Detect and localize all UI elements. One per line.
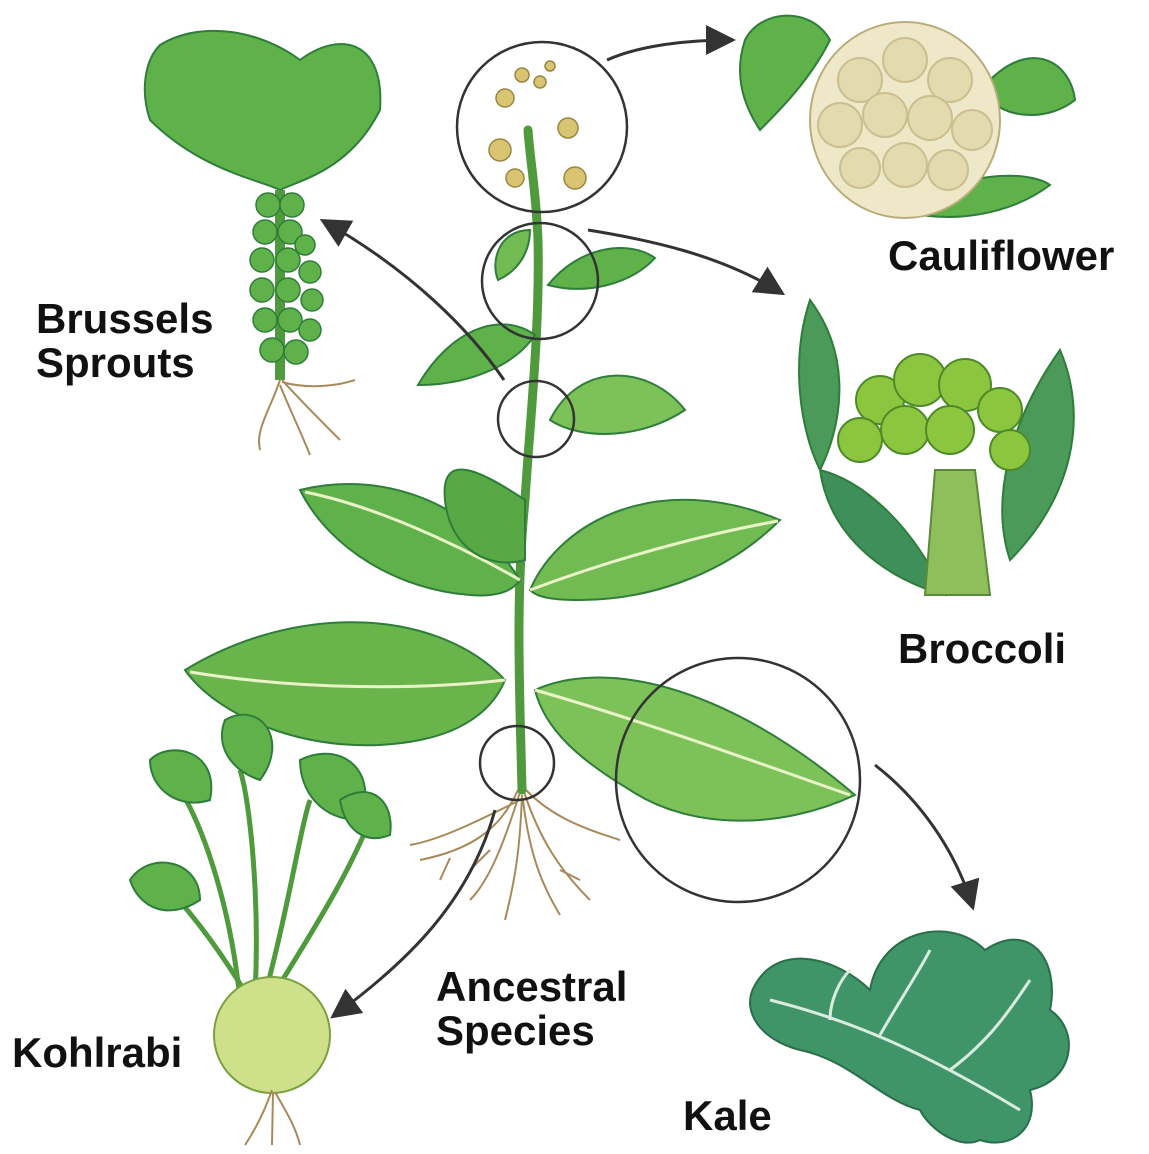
label-kohlrabi-text: Kohlrabi (12, 1031, 182, 1075)
label-brussels-sprouts-line2: Sprouts (36, 341, 213, 385)
label-broccoli-text: Broccoli (898, 627, 1066, 671)
label-cauliflower-text: Cauliflower (888, 234, 1114, 278)
arrow-to-cauliflower (607, 40, 730, 60)
kohlrabi-illustration (130, 715, 391, 1145)
ancestral-flowers (489, 61, 586, 189)
label-kale-text: Kale (683, 1094, 772, 1138)
label-brussels-sprouts-line1: Brussels (36, 297, 213, 341)
kale-illustration (750, 931, 1069, 1142)
leaf-lower-right (535, 678, 855, 821)
label-kohlrabi: Kohlrabi (12, 1031, 182, 1075)
cauliflower-illustration (740, 16, 1075, 218)
label-ancestral-species-line1: Ancestral (436, 965, 627, 1009)
label-kale: Kale (683, 1094, 772, 1138)
circle-flowers (457, 42, 627, 212)
leaf-top-right (548, 248, 655, 289)
label-ancestral-species: Ancestral Species (436, 965, 627, 1053)
ancestral-roots (410, 790, 620, 920)
brussels-sprouts-illustration (145, 31, 381, 455)
label-broccoli: Broccoli (898, 627, 1066, 671)
label-ancestral-species-line2: Species (436, 1009, 627, 1053)
ancestral-plant (185, 61, 855, 920)
label-brussels-sprouts: Brussels Sprouts (36, 297, 213, 385)
label-cauliflower: Cauliflower (888, 234, 1114, 278)
arrow-to-kale (875, 765, 972, 905)
broccoli-illustration (799, 300, 1074, 595)
